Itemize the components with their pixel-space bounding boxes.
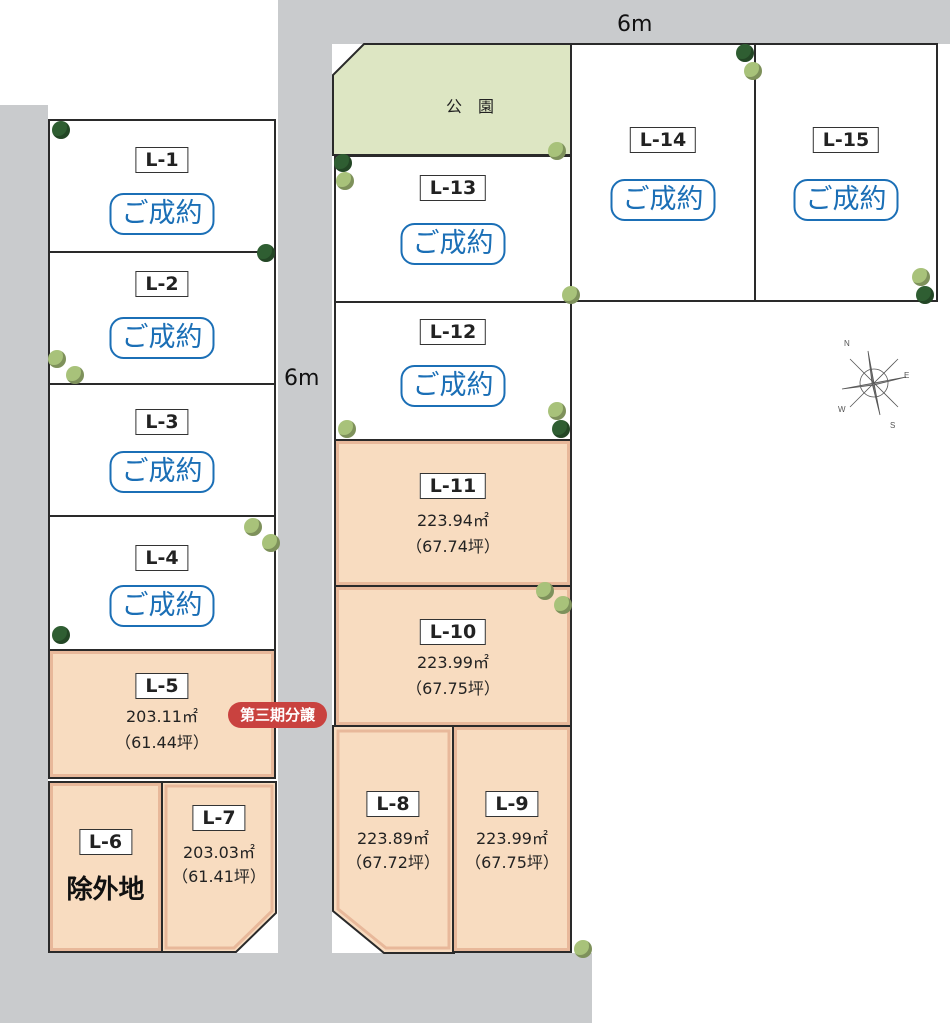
lot-id: L-1: [135, 147, 189, 173]
tree: [262, 534, 280, 552]
road-left: [0, 105, 48, 1023]
lot-area-tsubo: （61.44坪）: [115, 733, 209, 752]
compass-n: N: [844, 339, 850, 348]
lot-l6[interactable]: L-6 除外地: [48, 781, 163, 953]
phase-badge: 第三期分譲: [228, 702, 328, 728]
tree: [257, 244, 275, 262]
tree: [244, 518, 262, 536]
road-top-label: 6m: [617, 12, 653, 37]
lot-l2[interactable]: L-2 ご成約: [48, 251, 276, 385]
tree: [554, 596, 572, 614]
road-bottom: [0, 953, 592, 1023]
tree: [536, 582, 554, 600]
road-top: [278, 0, 950, 44]
tree: [52, 626, 70, 644]
sold-stamp: ご成約: [109, 451, 215, 493]
lot-id: L-5: [135, 673, 189, 699]
lot-id: L-3: [135, 409, 189, 435]
lot-id: L-10: [419, 619, 487, 645]
compass-s: S: [890, 421, 895, 428]
sold-stamp: ご成約: [109, 317, 215, 359]
lot-l9[interactable]: L-9 223.99㎡ （67.75坪）: [452, 725, 572, 953]
lot-id: L-11: [419, 473, 487, 499]
sold-stamp: ご成約: [610, 179, 716, 221]
lot-id: L-8: [366, 791, 420, 817]
tree: [548, 402, 566, 420]
lot-l11[interactable]: L-11 223.94㎡ （67.74坪）: [334, 439, 572, 587]
lot-l8[interactable]: L-8 223.89㎡ （67.72坪）: [332, 725, 454, 953]
sold-stamp: ご成約: [793, 179, 899, 221]
lot-id: L-6: [78, 829, 133, 855]
sold-stamp: ご成約: [400, 365, 506, 407]
tree: [736, 44, 754, 62]
lot-id: L-2: [135, 271, 189, 297]
tree: [548, 142, 566, 160]
lot-id: L-7: [192, 805, 246, 831]
lot-l7[interactable]: L-7 203.03㎡ （61.41坪）: [161, 781, 277, 953]
lot-area-tsubo: （67.74坪）: [406, 537, 500, 556]
lot-id: L-14: [629, 127, 697, 153]
lot-l15[interactable]: L-15 ご成約: [754, 43, 938, 302]
compass-w: W: [838, 405, 846, 414]
lot-area-m2: 223.94㎡: [417, 511, 489, 530]
lot-l1[interactable]: L-1 ご成約: [48, 119, 276, 253]
excluded-label: 除外地: [66, 875, 145, 905]
sold-stamp: ご成約: [109, 193, 215, 235]
road-middle-label: 6m: [284, 366, 320, 391]
lot-area-tsubo: （67.72坪）: [346, 853, 440, 872]
lot-area-tsubo: （67.75坪）: [465, 853, 559, 872]
lot-id: L-15: [812, 127, 880, 153]
lot-area-m2: 223.99㎡: [417, 653, 489, 672]
road-middle: [278, 0, 332, 1023]
tree: [334, 154, 352, 172]
tree: [52, 121, 70, 139]
tree: [744, 62, 762, 80]
sold-stamp: ご成約: [109, 585, 215, 627]
lot-area-m2: 223.99㎡: [476, 829, 548, 848]
compass-rose-icon: N E S W: [838, 339, 909, 428]
tree: [916, 286, 934, 304]
tree: [912, 268, 930, 286]
lot-area-m2: 203.11㎡: [126, 707, 198, 726]
lot-l12[interactable]: L-12 ご成約: [334, 301, 572, 441]
lot-l10[interactable]: L-10 223.99㎡ （67.75坪）: [334, 585, 572, 727]
lot-l4[interactable]: L-4 ご成約: [48, 515, 276, 651]
lot-id: L-9: [485, 791, 539, 817]
park-label: 公 園: [445, 97, 494, 116]
lot-l3[interactable]: L-3 ご成約: [48, 383, 276, 517]
lot-area-m2: 203.03㎡: [183, 843, 255, 862]
lot-l14[interactable]: L-14 ご成約: [570, 43, 756, 302]
lot-area-m2: 223.89㎡: [357, 829, 429, 848]
tree: [574, 940, 592, 958]
lot-l8-shape: [332, 725, 455, 954]
lot-l13[interactable]: L-13 ご成約: [334, 155, 572, 303]
lot-id: L-13: [419, 175, 487, 201]
compass-e: E: [904, 371, 909, 380]
tree: [336, 172, 354, 190]
tree: [552, 420, 570, 438]
lot-id: L-12: [419, 319, 487, 345]
lot-area-tsubo: （67.75坪）: [406, 679, 500, 698]
tree: [562, 286, 580, 304]
tree: [66, 366, 84, 384]
sold-stamp: ご成約: [400, 223, 506, 265]
lot-area-tsubo: （61.41坪）: [172, 867, 266, 886]
tree: [338, 420, 356, 438]
lot-l7-shape: [161, 781, 277, 953]
tree: [48, 350, 66, 368]
lot-id: L-4: [135, 545, 189, 571]
